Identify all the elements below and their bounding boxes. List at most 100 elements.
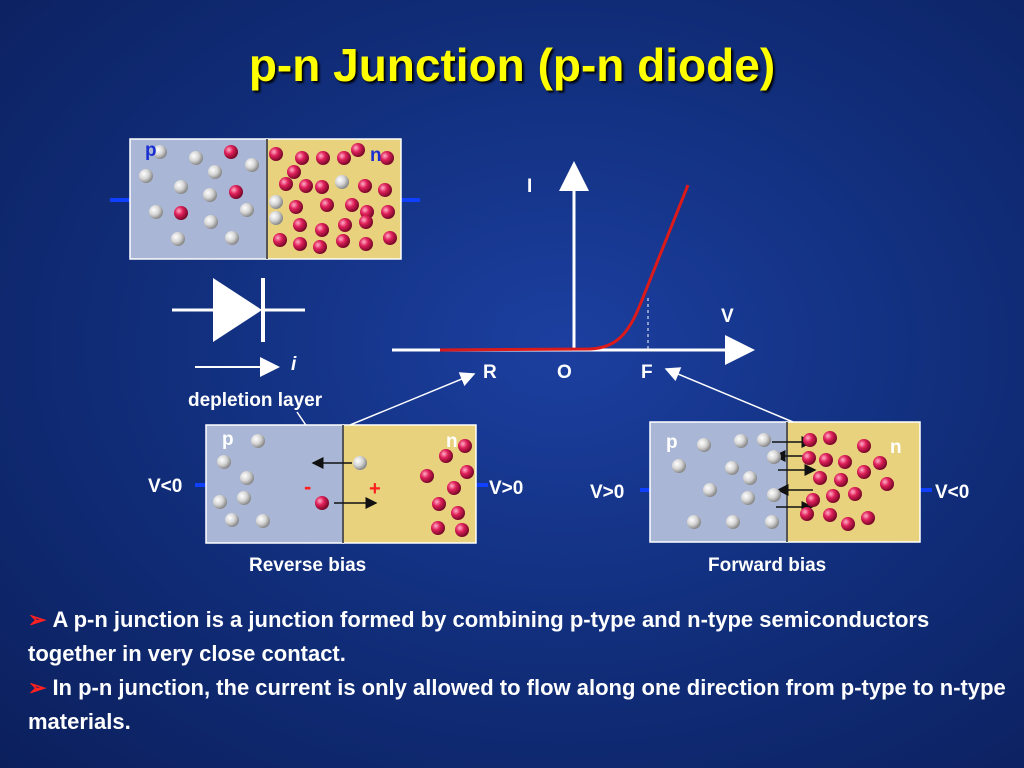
- hole-particle: [269, 211, 283, 225]
- hole-particle: [251, 434, 265, 448]
- hole-particle: [203, 188, 217, 202]
- reverse-left-voltage: V<0: [148, 476, 183, 497]
- electron-particle: [380, 151, 394, 165]
- electron-particle: [273, 233, 287, 247]
- iv-graph: [392, 161, 755, 365]
- electron-particle: [803, 433, 817, 447]
- electron-particle: [458, 439, 472, 453]
- electron-particle: [295, 151, 309, 165]
- electron-particle: [861, 511, 875, 525]
- hole-particle: [335, 175, 349, 189]
- hole-particle: [189, 151, 203, 165]
- hole-particle: [225, 513, 239, 527]
- electron-particle: [337, 151, 351, 165]
- depletion-layer-label: depletion layer: [188, 390, 323, 411]
- electron-particle: [873, 456, 887, 470]
- hole-particle: [149, 205, 163, 219]
- forward-bias-block: [640, 421, 932, 543]
- hole-particle: [208, 165, 222, 179]
- electron-particle: [857, 465, 871, 479]
- electron-particle: [289, 200, 303, 214]
- electron-particle: [316, 151, 330, 165]
- electron-particle: [431, 521, 445, 535]
- electron-particle: [819, 453, 833, 467]
- hole-particle: [153, 145, 167, 159]
- electron-particle: [224, 145, 238, 159]
- electron-particle: [378, 183, 392, 197]
- electron-particle: [359, 237, 373, 251]
- hole-particle: [269, 195, 283, 209]
- reverse-bias-block: [195, 424, 488, 544]
- electron-particle: [838, 455, 852, 469]
- diode-triangle: [213, 278, 262, 342]
- hole-particle: [703, 483, 717, 497]
- forward-left-voltage: V>0: [590, 482, 625, 503]
- electron-particle: [857, 439, 871, 453]
- electron-particle: [800, 507, 814, 521]
- reverse-minus-sign: -: [304, 474, 312, 499]
- hole-particle: [237, 491, 251, 505]
- reverse-right-voltage: V>0: [489, 478, 524, 499]
- electron-particle: [381, 205, 395, 219]
- electron-particle: [383, 231, 397, 245]
- hole-particle: [171, 232, 185, 246]
- iv-curve: [439, 184, 690, 352]
- electron-particle: [174, 206, 188, 220]
- electron-particle: [313, 240, 327, 254]
- reverse-n-label: n: [446, 431, 458, 452]
- x-axis-label: V: [721, 306, 734, 327]
- hole-particle: [213, 495, 227, 509]
- hole-particle: [743, 471, 757, 485]
- electron-particle: [293, 218, 307, 232]
- electron-particle: [841, 517, 855, 531]
- electron-particle: [451, 506, 465, 520]
- electron-particle: [338, 218, 352, 232]
- hole-particle: [725, 461, 739, 475]
- forward-right-voltage: V<0: [935, 482, 970, 503]
- electron-particle: [315, 223, 329, 237]
- electron-particle: [269, 147, 283, 161]
- top-carrier-particles: [139, 143, 397, 254]
- top-n-label: n: [370, 145, 382, 166]
- forward-carrier-particles: [672, 431, 894, 531]
- electron-particle: [806, 493, 820, 507]
- electron-particle: [447, 481, 461, 495]
- electron-particle: [315, 180, 329, 194]
- hole-particle: [245, 158, 259, 172]
- electron-particle: [351, 143, 365, 157]
- hole-particle: [139, 169, 153, 183]
- hole-particle: [726, 515, 740, 529]
- electron-particle: [834, 473, 848, 487]
- y-axis-label: I: [527, 176, 533, 197]
- electron-particle: [880, 477, 894, 491]
- hole-particle: [757, 433, 771, 447]
- top-junction-block: [110, 138, 420, 260]
- electron-particle: [813, 471, 827, 485]
- current-label: i: [291, 354, 297, 375]
- hole-particle: [734, 434, 748, 448]
- bullet-item: ➢In p-n junction, the current is only al…: [28, 671, 1013, 739]
- electron-particle: [460, 465, 474, 479]
- hole-particle: [767, 450, 781, 464]
- forward-p-label: p: [666, 432, 678, 453]
- bullet-item: ➢A p-n junction is a junction formed by …: [28, 603, 1013, 671]
- electron-particle: [359, 215, 373, 229]
- electron-particle: [823, 431, 837, 445]
- pointer-to-R: [349, 372, 476, 426]
- top-p-label: p: [145, 140, 157, 161]
- bullet-arrow-icon: ➢: [28, 607, 47, 632]
- electron-particle: [320, 198, 334, 212]
- reverse-bias-caption: Reverse bias: [249, 555, 367, 576]
- bullet-arrow-icon: ➢: [28, 675, 47, 700]
- electron-particle: [279, 177, 293, 191]
- electron-particle: [299, 179, 313, 193]
- hole-particle: [697, 438, 711, 452]
- electron-particle: [358, 179, 372, 193]
- reverse-carrier-particles: [213, 434, 474, 537]
- hole-particle: [765, 515, 779, 529]
- electron-particle: [826, 489, 840, 503]
- tick-f-label: F: [641, 362, 653, 383]
- electron-particle: [287, 165, 301, 179]
- hole-particle: [687, 515, 701, 529]
